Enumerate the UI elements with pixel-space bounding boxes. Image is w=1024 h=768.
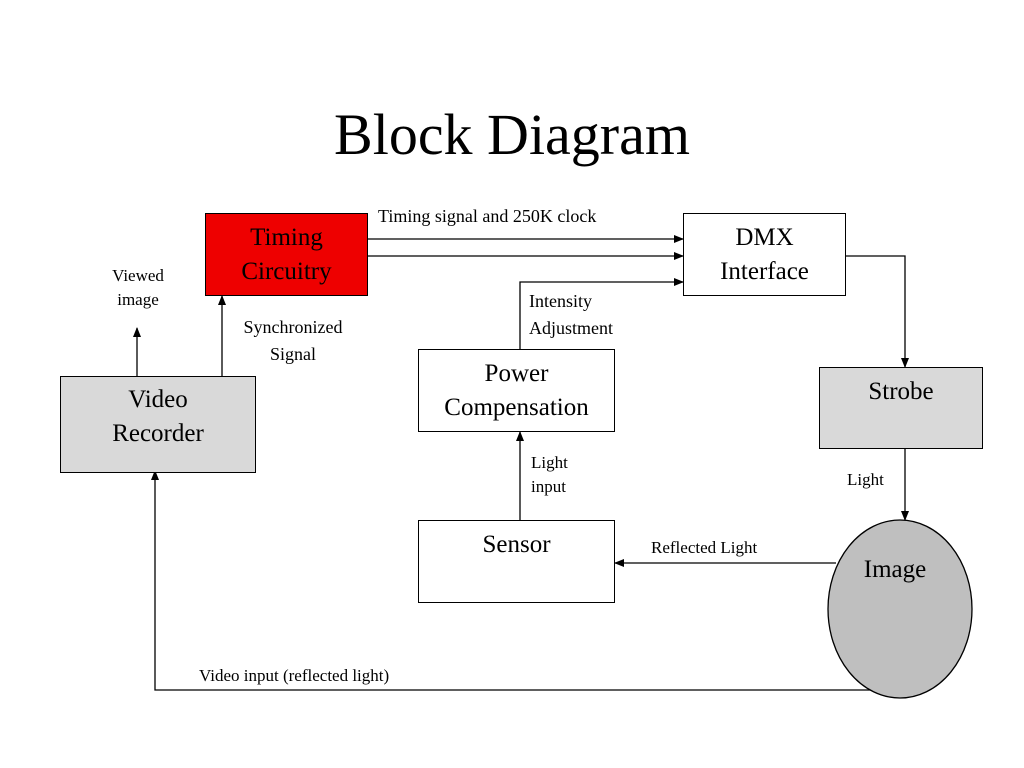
dmx-interface-label: DMX Interface <box>720 224 809 285</box>
reflected-light-label: Reflected Light <box>651 538 758 557</box>
image-to-video-arrow <box>151 470 878 691</box>
page-title: Block Diagram <box>334 102 690 167</box>
power-compensation-block: Power Compensation <box>418 349 615 432</box>
synchronized-signal-label: Synchronized Signal <box>243 317 343 364</box>
viewed-image-label: Viewed image <box>112 266 164 309</box>
timing-circuitry-label: Timing Circuitry <box>241 224 332 285</box>
power-compensation-label: Power Compensation <box>444 360 589 421</box>
strobe-label: Strobe <box>868 378 934 405</box>
intensity-adjustment-label: Intensity Adjustment <box>529 291 613 338</box>
dmx-to-strobe-arrow <box>845 255 909 368</box>
strobe-block: Strobe <box>819 367 983 449</box>
light-input-label: Light input <box>531 453 568 496</box>
video-input-label: Video input (reflected light) <box>199 666 390 685</box>
power-to-dmx-arrow <box>519 278 684 349</box>
sensor-label: Sensor <box>482 531 551 558</box>
video-recorder-label: Video Recorder <box>112 386 204 447</box>
sensor-block: Sensor <box>418 520 615 603</box>
timing-circuitry-block: Timing Circuitry <box>205 213 368 296</box>
image-ellipse <box>827 519 973 699</box>
image-label: Image <box>863 556 927 583</box>
dmx-interface-block: DMX Interface <box>683 213 846 296</box>
light-label: Light <box>847 470 884 489</box>
video-recorder-block: Video Recorder <box>60 376 256 473</box>
timing-signal-label: Timing signal and 250K clock <box>378 206 597 226</box>
